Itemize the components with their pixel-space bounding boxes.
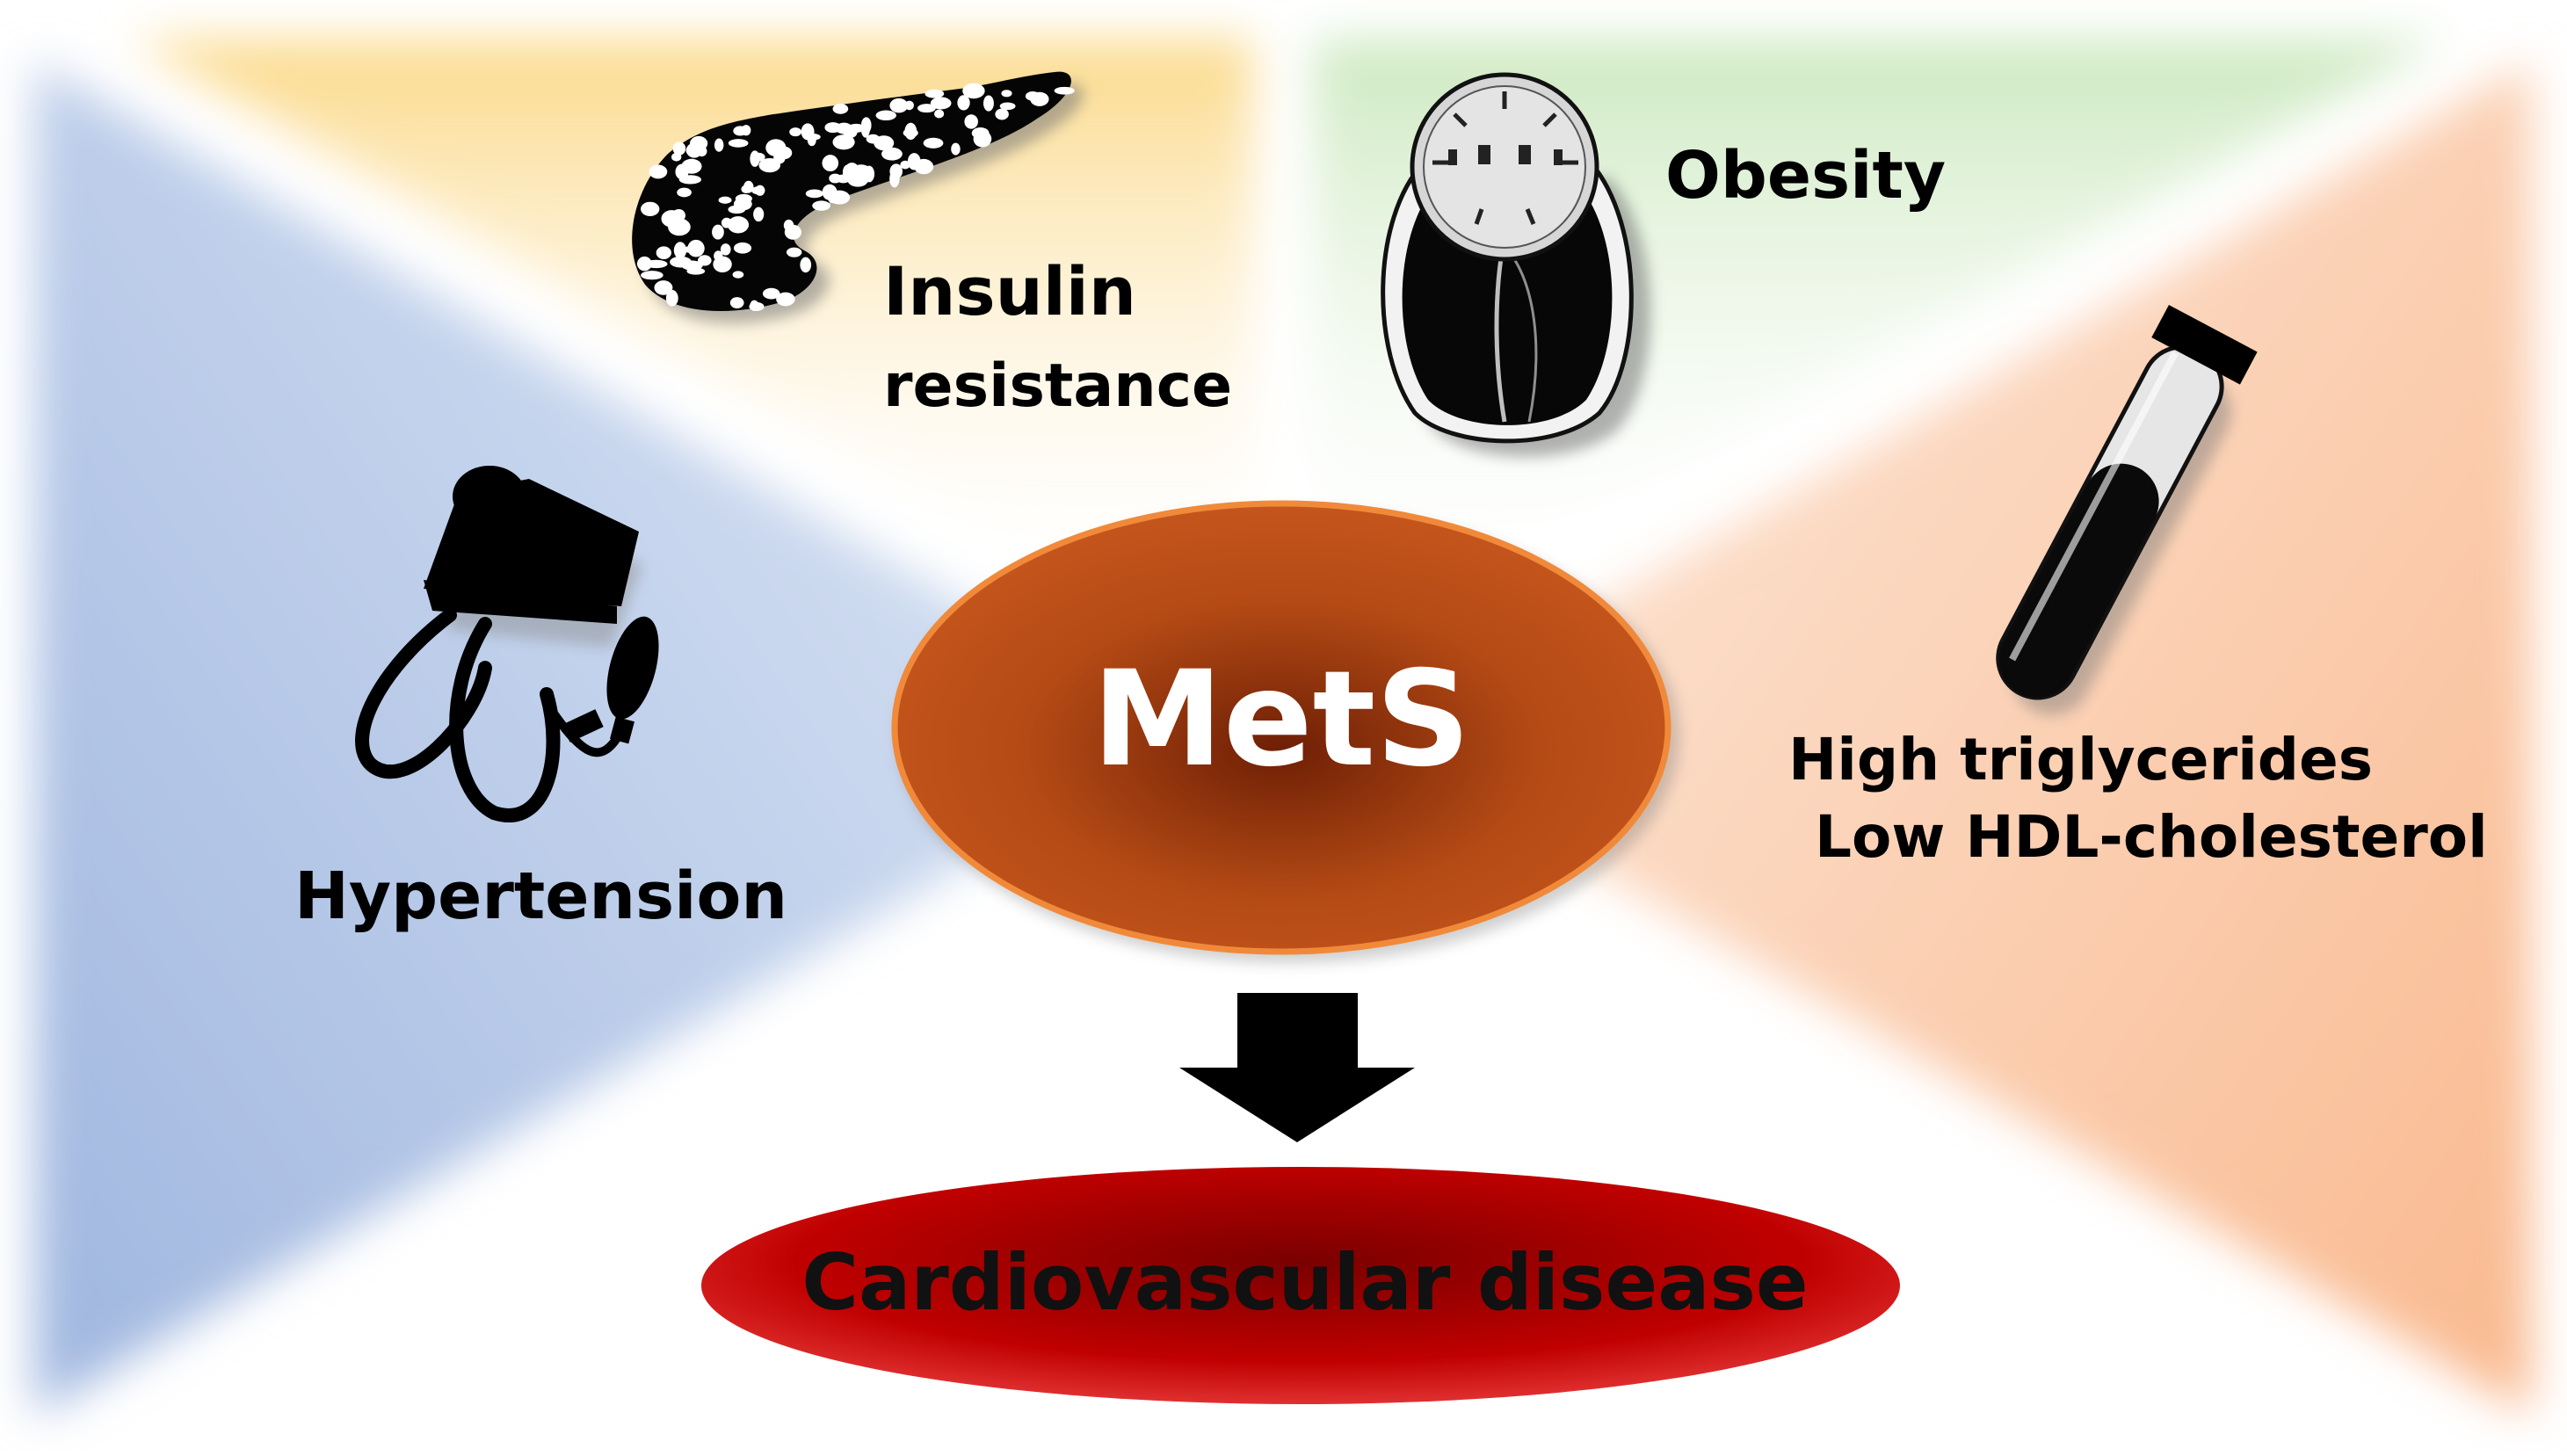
factor-labels: Insulin resistance Obesity Hypertension … [294,138,2488,934]
outcome-ellipse [701,1167,1900,1404]
pancreas-dot [636,256,652,272]
mets-ellipse [891,500,1671,955]
pancreas-dot [860,117,872,134]
pancreas-dot [957,95,970,111]
pancreas-dot [686,267,706,275]
pancreas-dot [800,257,812,273]
pancreas-dot [762,287,780,300]
pancreas-dot [983,95,994,112]
pancreas-dot [733,242,752,254]
pancreas-dot [641,271,664,280]
pancreas-dot [903,128,918,138]
pancreas-dot [805,189,823,199]
pancreas-dot [973,130,992,148]
mets-node: MetS [891,500,1679,963]
pancreas-dot [733,126,748,136]
hypertension-panel [35,62,984,1415]
pancreas-dot [714,250,723,262]
pancreas-dot [875,110,896,121]
pancreas-dot [999,102,1016,111]
pancreas-dot [675,163,689,180]
pancreas-dot [917,104,936,113]
pancreas-dot [641,201,660,217]
pancreas-dot [925,89,945,98]
pancreas-dot [881,147,903,161]
pancreas-dot [718,196,732,204]
blood-pressure-cuff-icon [355,466,659,822]
insulin-label-line1: Insulin [883,252,1136,330]
pancreas-dot [753,206,765,222]
pancreas-dot [751,152,765,162]
pancreas-dot [934,109,945,119]
pancreas-dot [649,164,668,179]
pancreas-dot [1030,91,1049,106]
pancreas-dot [995,108,1009,120]
pancreas-dot [654,280,673,295]
pancreas-dot [822,155,839,172]
pancreas-dot [789,127,802,137]
pancreas-dot [812,200,830,211]
pancreas-dot [951,142,961,156]
pancreas-dot [923,137,944,148]
pancreas-dot [844,163,860,180]
pancreas-dot [672,141,686,156]
pancreas-icon [632,71,1084,323]
down-arrow [1179,993,1415,1142]
pancreas-dot [832,103,849,114]
pancreas-dot [729,297,744,308]
pancreas-dot [668,218,691,236]
pancreas-dot [784,224,801,240]
pancreas-dot [687,239,705,257]
pancreas-dot [712,224,724,240]
lipids-label-line2: Low HDL-cholesterol [1815,803,2488,871]
pancreas-dot [728,139,749,148]
pancreas-dot [644,259,668,269]
pancreas-dot [665,290,678,307]
obesity-label: Obesity [1665,138,1946,214]
pancreas-dot [786,247,802,257]
pancreas-dot [874,135,895,151]
lipids-panel [1582,62,2531,1415]
insulin-label-line2: resistance [883,351,1232,421]
pancreas-dot [904,100,914,111]
outcome-label: Cardiovascular disease [801,1237,1808,1328]
pancreas-dot [907,153,921,170]
pancreas-dot [803,133,821,141]
pancreas-dot [741,185,751,193]
pancreas-dot [689,135,708,151]
pancreas-dot [930,97,952,110]
pancreas-dot [714,138,724,152]
pancreas-dot [758,158,780,173]
pancreas-dot [677,187,692,198]
pancreas-dot [727,216,750,234]
pancreas-dot [832,134,855,150]
pancreas-dot [1001,90,1012,98]
pancreas-dot [733,197,752,211]
pancreas-dot [776,292,795,307]
pancreas-dot [720,243,731,256]
pancreas-dot [828,190,851,205]
test-tube-icon [1996,304,2258,715]
pancreas-dot [889,170,900,188]
pancreas-dot [656,246,671,259]
outcome-node: Cardiovascular disease [701,1167,1900,1404]
pancreas-dot [889,98,909,113]
pancreas-dot [732,271,744,279]
pancreas-dot [1054,86,1075,95]
pancreas-dot [962,83,985,99]
pancreas-dot [964,114,978,129]
weight-scale-icon [1381,72,1651,457]
hypertension-label: Hypertension [294,858,787,934]
pancreas-dot [751,186,765,195]
pancreas-dot [673,242,687,259]
pancreas-dot [721,217,732,228]
lipids-label-line1: High triglycerides [1788,726,2373,793]
pancreas-dot [749,301,765,312]
pancreas-dot [765,139,787,157]
mets-label: MetS [1092,643,1471,796]
pancreas-dot [670,256,692,268]
